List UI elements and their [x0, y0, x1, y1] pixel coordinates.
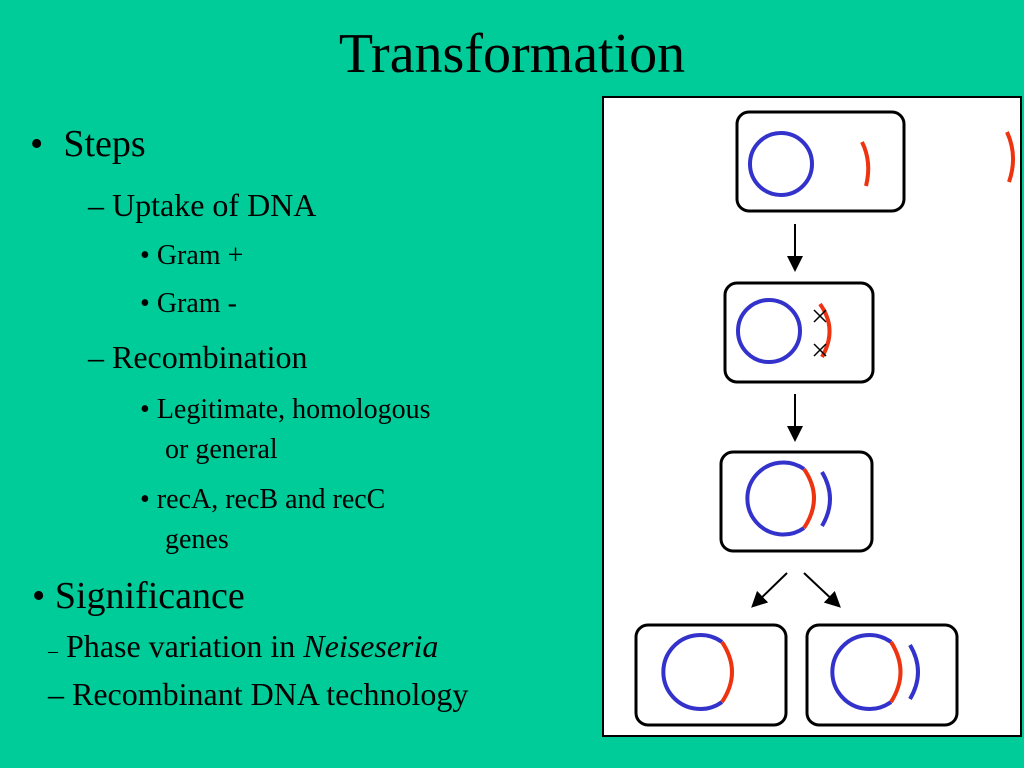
dash-marker: – [88, 339, 104, 375]
dash-marker: – [48, 676, 64, 712]
uptake-label: Uptake of DNA [112, 187, 316, 223]
slide-title: Transformation [0, 18, 1024, 90]
diagram-panel [602, 96, 1022, 737]
daughter-cell-left [636, 625, 786, 725]
bullet-marker: • [30, 123, 43, 165]
legitimate-label-line2: or general [165, 434, 278, 465]
legitimate-continuation: or general [165, 433, 278, 467]
bullet-significance: • Significance [32, 574, 245, 618]
gram-negative-label: Gram - [157, 288, 237, 319]
cell-stage-1 [737, 112, 904, 211]
neisseria-italic: Neiseseria [303, 628, 438, 664]
bullet-marker: • [32, 575, 45, 617]
bullet-steps: • Steps [30, 122, 146, 166]
steps-label: Steps [63, 123, 145, 165]
recombinant-dna-label: Recombinant DNA technology [72, 676, 468, 712]
recombination-label: Recombination [112, 339, 308, 375]
sub-recombination: – Recombination [88, 338, 308, 376]
arrow-diag-right [804, 573, 838, 605]
rec-genes-continuation: genes [165, 523, 229, 557]
donor-dna-outside [1007, 132, 1013, 182]
subsub-gram-positive: • Gram + [140, 239, 243, 273]
rec-genes-label-line1: recA, recB and recC [157, 484, 386, 515]
rec-genes-label-line2: genes [165, 524, 229, 555]
sub-recombinant-dna: – Recombinant DNA technology [48, 675, 468, 713]
gram-positive-label: Gram + [157, 240, 244, 271]
legitimate-label-line1: Legitimate, homologous [157, 394, 431, 425]
subsub-legitimate: • Legitimate, homologous [140, 393, 431, 427]
bullet-marker: • [140, 288, 150, 319]
dash-marker: – [48, 640, 58, 662]
bullet-marker: • [140, 240, 150, 271]
phase-variation-label: Phase variation in [66, 628, 303, 664]
sub-uptake: – Uptake of DNA [88, 186, 316, 224]
dash-marker: – [88, 187, 104, 223]
daughter-cell-right [807, 625, 957, 725]
bullet-marker: • [140, 394, 150, 425]
arrow-diag-left [754, 573, 787, 605]
sub-phase-variation: – Phase variation in Neiseseria [48, 627, 438, 670]
subsub-rec-genes: • recA, recB and recC [140, 483, 385, 517]
bullet-marker: • [140, 484, 150, 515]
significance-label: Significance [55, 575, 245, 617]
transformation-diagram [604, 98, 1022, 737]
subsub-gram-negative: • Gram - [140, 287, 237, 321]
